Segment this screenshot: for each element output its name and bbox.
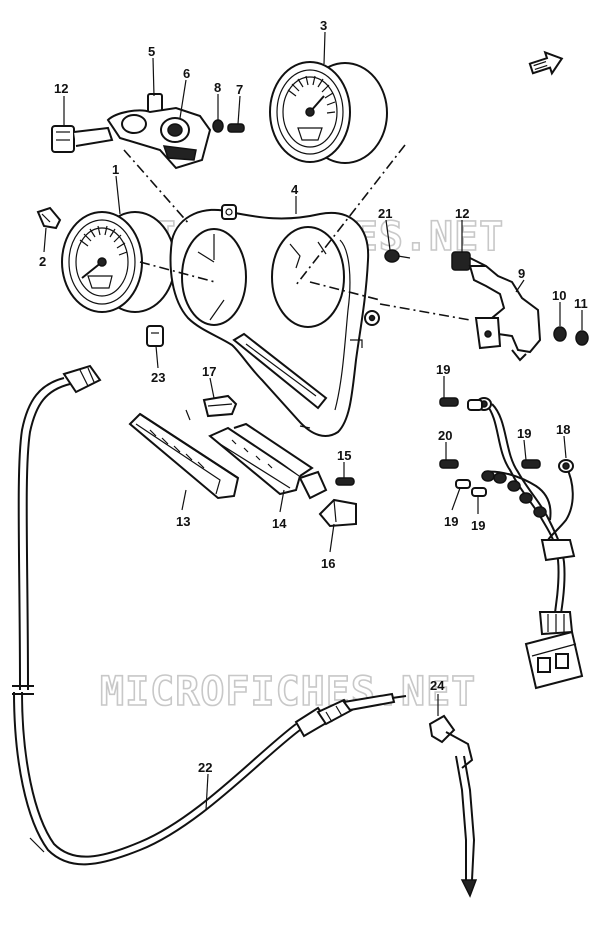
nut-10 (553, 326, 567, 342)
nut-8 (212, 119, 224, 133)
bulbs-19-20 (439, 397, 541, 497)
callout-5: 5 (148, 44, 155, 59)
cushion-16 (318, 498, 357, 528)
callout-4: 4 (291, 182, 299, 197)
indicator-housing-5-6 (106, 93, 212, 170)
callout-23: 23 (151, 370, 165, 385)
callout-19-a: 19 (436, 362, 450, 377)
callout-7: 7 (236, 82, 243, 97)
callout-8: 8 (214, 80, 221, 95)
callout-21: 21 (378, 206, 392, 221)
bulb-socket-12-right (451, 251, 487, 271)
callout-19-c: 19 (444, 514, 458, 529)
nut-11 (575, 330, 589, 346)
callout-22: 22 (198, 760, 212, 775)
speedometer-gauge-icon (61, 211, 176, 313)
meter-case (169, 204, 380, 437)
cushion-23 (146, 325, 164, 347)
callout-10: 10 (552, 288, 566, 303)
callout-12-right: 12 (455, 206, 469, 221)
callout-20: 20 (438, 428, 452, 443)
callout-14: 14 (272, 516, 287, 531)
nut-21 (384, 249, 411, 263)
indicator-board-13 (128, 412, 240, 500)
screw-7 (227, 123, 245, 133)
callout-9: 9 (518, 266, 525, 281)
callout-11: 11 (574, 296, 588, 311)
bulb-socket-12-left (51, 125, 114, 153)
callout-15: 15 (337, 448, 351, 463)
clip-2 (36, 206, 62, 230)
cable-clamp-24 (428, 714, 478, 898)
watermark-bottom: MICROFICHES.NET (100, 669, 476, 715)
speedometer-cable-22 (12, 364, 407, 866)
bracket-9 (468, 265, 542, 362)
callout-leaders (43, 31, 583, 811)
callout-18: 18 (556, 422, 570, 437)
connector-block (524, 630, 584, 690)
indicator-panel-14 (208, 422, 328, 500)
callout-16: 16 (321, 556, 335, 571)
callout-2: 2 (39, 254, 46, 269)
tachometer-gauge-icon (269, 61, 388, 164)
callout-6: 6 (183, 66, 190, 81)
callout-3: 3 (320, 18, 327, 33)
callout-1: 1 (112, 162, 119, 177)
callout-17: 17 (202, 364, 216, 379)
callout-24: 24 (430, 678, 445, 693)
callout-labels: 1 2 3 4 5 6 7 8 9 10 11 12 12 13 14 15 1… (39, 18, 588, 775)
callout-19-b: 19 (517, 426, 531, 441)
callout-19-d: 19 (471, 518, 485, 533)
callout-12-left: 12 (54, 81, 68, 96)
callout-13: 13 (176, 514, 190, 529)
socket-17 (202, 394, 238, 418)
screw-15 (335, 477, 355, 486)
direction-arrow-icon (528, 50, 564, 76)
